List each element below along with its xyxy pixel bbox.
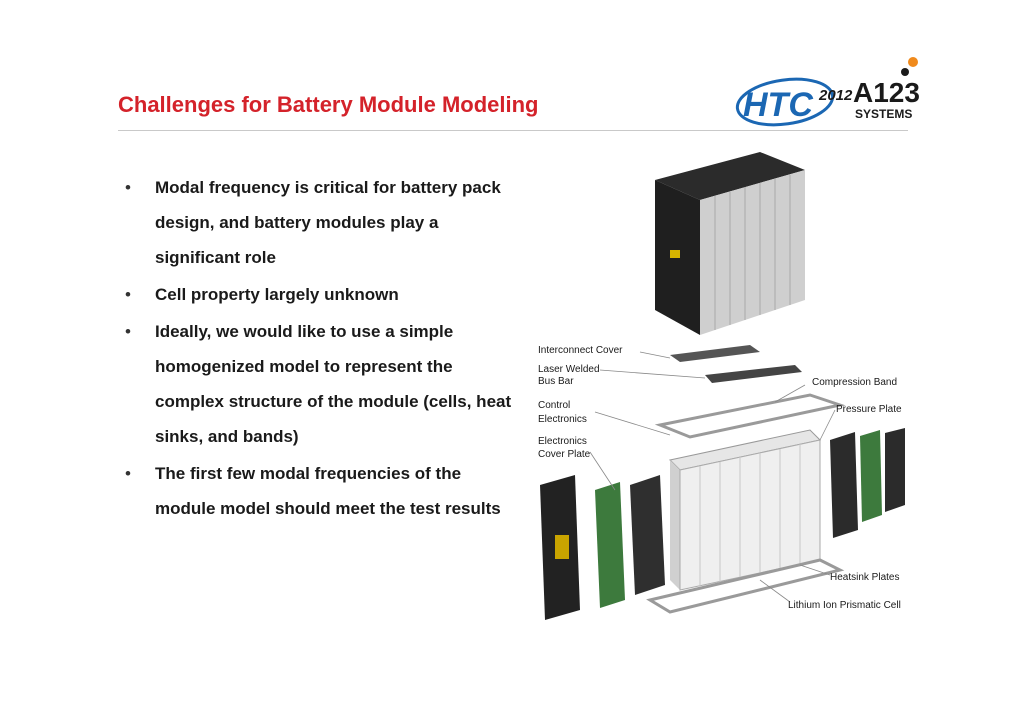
interconnect-cover-part — [670, 345, 760, 362]
compression-band-part — [654, 393, 846, 439]
slide-title: Challenges for Battery Module Modeling — [118, 92, 539, 117]
bullet-text: Cell property largely unknown — [155, 285, 399, 304]
bullet-text: Modal frequency is critical for battery … — [155, 178, 501, 267]
label-lithium-ion-cell: Lithium Ion Prismatic Cell — [788, 600, 901, 611]
bullet-text: Ideally, we would like to use a simple h… — [155, 322, 512, 446]
bullet-item: • Ideally, we would like to use a simple … — [125, 314, 520, 454]
bullet-dot-icon: • — [125, 322, 131, 341]
title-divider — [118, 130, 908, 131]
bullet-dot-icon: • — [125, 464, 131, 483]
control-electronics-frame-part — [630, 475, 665, 595]
label-cover-plate: Cover Plate — [538, 449, 591, 460]
htc-2012-logo: HTC 2012 — [735, 77, 853, 127]
bullet-text: The first few modal frequencies of the m… — [155, 464, 501, 518]
bullet-item: • Cell property largely unknown — [125, 277, 520, 312]
a123-logo-sub: SYSTEMS — [855, 107, 912, 121]
label-heatsink-plates: Heatsink Plates — [830, 572, 899, 583]
htc-logo-year: 2012 — [818, 87, 853, 104]
label-electronics: Electronics — [538, 436, 587, 447]
bullet-dot-icon: • — [125, 178, 131, 197]
label-control-electronics: Electronics — [538, 414, 587, 425]
control-electronics-board-part — [595, 482, 625, 608]
a123-systems-logo: A123 SYSTEMS — [853, 57, 920, 121]
assembled-module-illustration — [655, 152, 805, 335]
label-compression-band: Compression Band — [812, 377, 897, 388]
battery-module-exploded-figure: Interconnect Cover Laser Welded Bus Bar … — [538, 152, 905, 620]
a123-logo-text: A123 — [853, 77, 920, 108]
htc-logo-text: HTC — [743, 86, 813, 124]
label-laser-welded: Laser Welded — [538, 364, 600, 375]
bullet-item: • The first few modal frequencies of the … — [125, 456, 520, 526]
cell-stack-part — [668, 429, 822, 591]
bullet-dot-icon: • — [125, 285, 131, 304]
bus-bar-part — [705, 365, 802, 383]
label-control: Control — [538, 400, 570, 411]
label-pressure-plate: Pressure Plate — [836, 404, 902, 415]
label-interconnect-cover: Interconnect Cover — [538, 345, 623, 356]
bullet-list: • Modal frequency is critical for battery… — [125, 170, 520, 528]
label-bus-bar: Bus Bar — [538, 376, 574, 387]
pressure-plate-part — [830, 432, 858, 538]
lower-band-part — [646, 558, 845, 614]
bullet-item: • Modal frequency is critical for battery… — [125, 170, 520, 275]
